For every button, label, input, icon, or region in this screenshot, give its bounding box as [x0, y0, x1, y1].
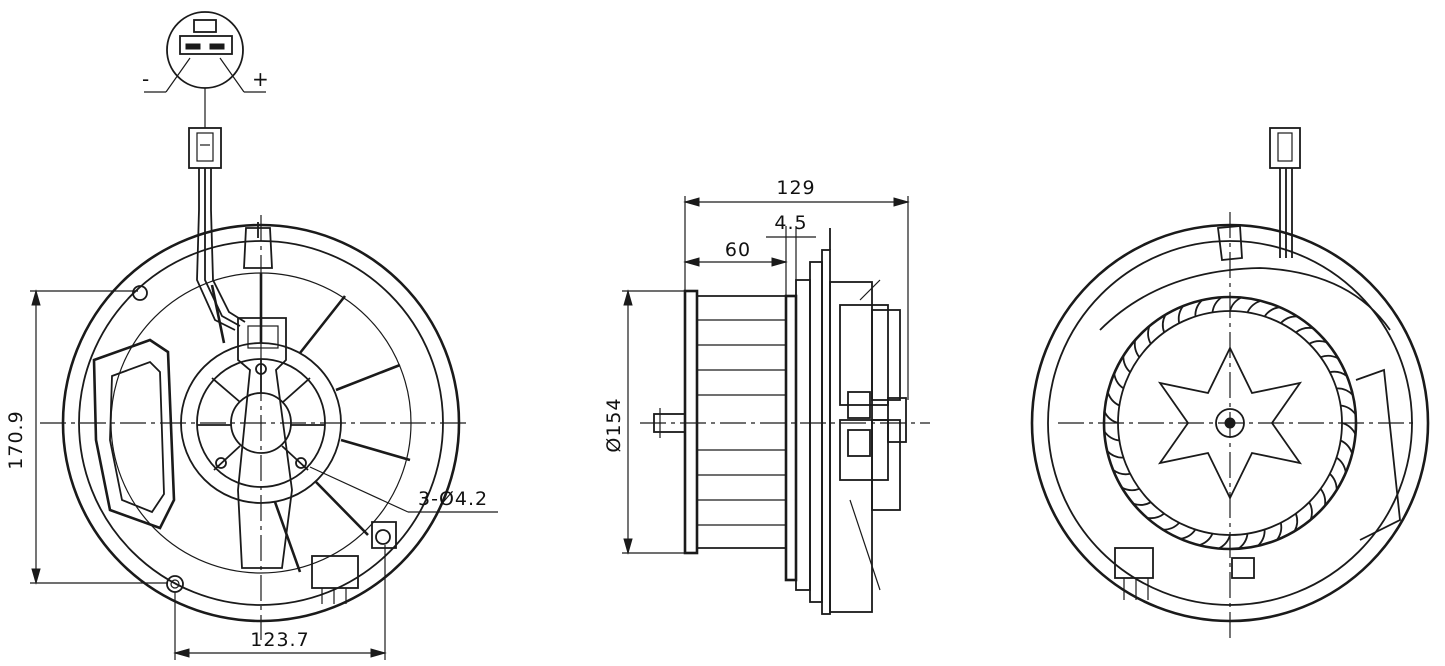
motor-depth-dimension: 60: [683, 239, 788, 267]
fan-blade: [1133, 339, 1141, 358]
fan-blade: [1103, 430, 1120, 442]
flange-thickness-label: 4.5: [774, 212, 807, 234]
fan-blade: [1133, 501, 1152, 506]
front-view: - +: [5, 11, 498, 660]
fan-blade: [1146, 512, 1165, 520]
front-plug-and-cable: [188, 127, 246, 331]
fan-blade: [1121, 486, 1140, 492]
fan-blade: [1218, 534, 1231, 550]
fan-blade: [1180, 528, 1197, 540]
fan-blade: [1229, 296, 1242, 312]
fan-blade: [1295, 326, 1314, 334]
rear-view: [1030, 127, 1430, 640]
width-dimension: 123.7: [173, 545, 387, 660]
flange-thickness-dimension: 4.5: [766, 212, 816, 296]
holes-callout: 3-Ø4.2: [309, 466, 498, 513]
fan-blade: [1341, 422, 1357, 435]
fan-blades: [1103, 296, 1357, 550]
fan-blade: [1335, 456, 1347, 473]
fan-blade: [1103, 411, 1119, 424]
overall-depth-dimension: 129: [683, 177, 910, 400]
fan-blade: [1319, 488, 1327, 507]
height-dimension: 170.9: [5, 289, 168, 585]
fan-blade: [1106, 391, 1120, 407]
fan-blade: [1162, 522, 1180, 531]
fan-blade: [1198, 533, 1214, 547]
fan-blade: [1280, 315, 1298, 324]
diameter-dimension: Ø154: [603, 289, 685, 555]
fan-blade: [1113, 373, 1125, 390]
fan-blade: [1329, 473, 1338, 491]
fan-blade: [1147, 326, 1152, 345]
fan-blade: [1177, 305, 1184, 324]
fan-blade: [1320, 354, 1339, 360]
side-view: 129 4.5 60 Ø154: [603, 177, 930, 615]
holes-callout-label: 3-Ø4.2: [418, 488, 488, 510]
fan-blade: [1276, 522, 1283, 541]
motor-depth-label: 60: [725, 239, 751, 261]
fan-blade: [1263, 306, 1280, 318]
fan-blade: [1340, 404, 1357, 416]
fan-blade: [1194, 299, 1203, 317]
fan-blade: [1211, 296, 1223, 313]
overall-depth-label: 129: [776, 177, 815, 199]
connector-detail: - +: [142, 11, 269, 128]
width-dimension-label: 123.7: [250, 629, 309, 651]
height-dimension-label: 170.9: [5, 410, 27, 469]
polarity-minus-label: -: [142, 67, 149, 91]
fan-blade: [1112, 469, 1131, 476]
fan-blade: [1308, 340, 1327, 345]
fan-blade: [1122, 355, 1131, 373]
polarity-plus-label: +: [252, 67, 269, 91]
fan-blade: [1293, 513, 1299, 532]
fan-blade: [1308, 501, 1313, 520]
fan-blade: [1246, 299, 1262, 313]
diameter-label: Ø154: [603, 397, 625, 452]
fan-blade: [1237, 533, 1249, 550]
fan-blade: [1340, 439, 1354, 455]
fan-blade: [1336, 387, 1354, 396]
fan-blade: [1329, 370, 1348, 377]
fan-blade: [1161, 314, 1167, 333]
fan-blade: [1106, 450, 1124, 459]
fan-blade: [1257, 529, 1266, 547]
